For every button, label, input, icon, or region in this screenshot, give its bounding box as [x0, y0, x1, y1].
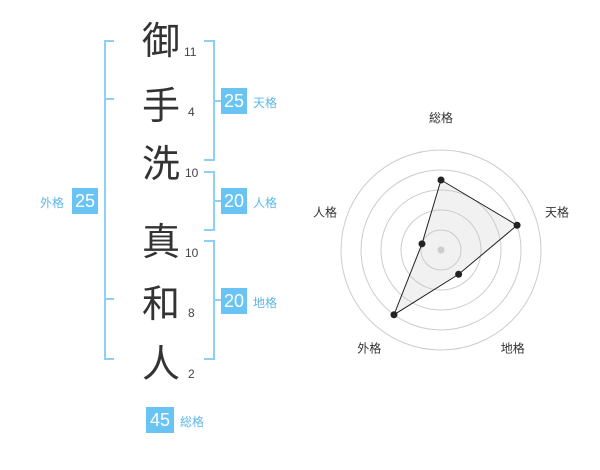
name-char-1: 御 — [142, 19, 181, 63]
radar-point-1 — [437, 176, 445, 184]
radar-ring-3 — [380, 189, 502, 311]
gaikaku-label: 外格 — [40, 196, 65, 210]
stroke-count-6: 2 — [188, 367, 195, 381]
radar-ring-5 — [340, 149, 542, 351]
name-char-6: 人 — [142, 342, 181, 386]
chikaku-value: 20 — [221, 288, 247, 314]
radar-point-3 — [455, 270, 463, 278]
stroke-count-1: 11 — [184, 45, 197, 59]
radar-ring-1 — [420, 229, 462, 271]
radar-axis-label-5: 人格 — [313, 204, 337, 219]
name-char-5: 和 — [142, 282, 181, 326]
radar-point-2 — [513, 221, 521, 229]
radar-axis-label-1: 総格 — [429, 110, 453, 125]
name-char-3: 洗 — [142, 142, 181, 186]
soukaku-value: 45 — [146, 407, 174, 433]
radar-axis-label-3: 地格 — [501, 341, 525, 356]
radar-axis-label-2: 天格 — [545, 204, 569, 219]
name-char-2: 手 — [142, 84, 181, 128]
radar-polygon — [392, 179, 518, 316]
tenkaku-label: 天格 — [253, 96, 278, 110]
radar-center-dot — [437, 246, 445, 254]
jinkaku-label: 人格 — [253, 196, 278, 210]
radar-point-4 — [390, 311, 398, 319]
gaikaku-value: 25 — [72, 188, 98, 214]
chikaku-label: 地格 — [253, 296, 278, 310]
jinkaku-value: 20 — [221, 188, 247, 214]
stroke-count-2: 4 — [188, 105, 195, 119]
name-char-4: 真 — [142, 220, 181, 264]
stroke-count-5: 8 — [188, 306, 195, 320]
stroke-count-4: 10 — [185, 246, 199, 260]
radar-point-5 — [418, 240, 426, 248]
radar-ring-4 — [360, 169, 522, 331]
radar-ring-2 — [400, 209, 482, 291]
gaikaku-bracket — [104, 40, 114, 360]
stroke-count-3: 10 — [185, 166, 199, 180]
soukaku-label: 総格 — [180, 415, 205, 429]
tenkaku-value: 25 — [221, 88, 247, 114]
radar-axis-label-4: 外格 — [357, 341, 381, 356]
